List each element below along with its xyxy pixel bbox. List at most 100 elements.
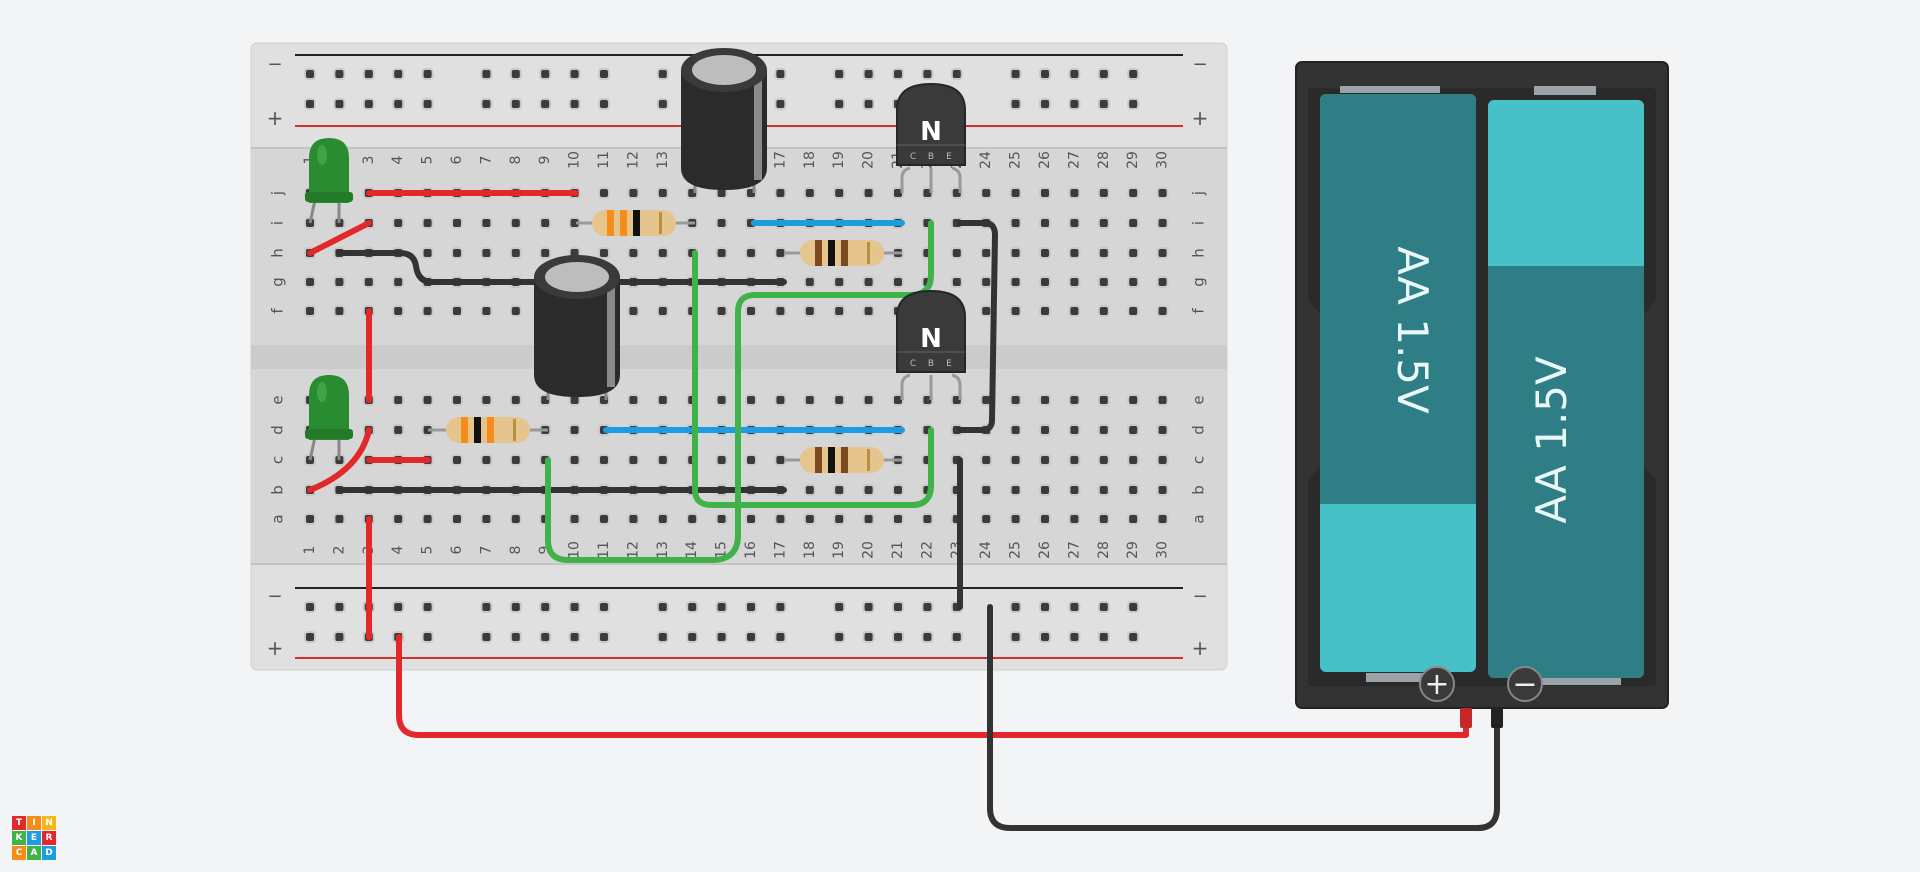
- breadboard-hole[interactable]: [1097, 187, 1110, 199]
- breadboard-hole[interactable]: [509, 305, 522, 317]
- breadboard-hole[interactable]: [392, 68, 405, 80]
- breadboard-hole[interactable]: [333, 98, 346, 110]
- breadboard-hole[interactable]: [1068, 217, 1081, 229]
- breadboard-hole[interactable]: [1127, 513, 1140, 525]
- breadboard-hole[interactable]: [745, 513, 757, 525]
- breadboard-hole[interactable]: [362, 98, 375, 110]
- breadboard-hole[interactable]: [451, 247, 463, 259]
- breadboard-hole[interactable]: [451, 454, 463, 466]
- breadboard-hole[interactable]: [1009, 276, 1022, 288]
- breadboard-hole[interactable]: [921, 513, 934, 525]
- breadboard-hole[interactable]: [803, 187, 816, 199]
- breadboard-hole[interactable]: [980, 454, 993, 466]
- breadboard-hole[interactable]: [362, 276, 375, 288]
- breadboard-hole[interactable]: [1127, 484, 1140, 496]
- aa-battery[interactable]: AA 1.5V: [1488, 100, 1644, 678]
- breadboard-hole[interactable]: [1009, 631, 1022, 643]
- breadboard-hole[interactable]: [1009, 68, 1022, 80]
- breadboard-hole[interactable]: [921, 601, 934, 613]
- breadboard-hole[interactable]: [1068, 424, 1081, 436]
- breadboard-hole[interactable]: [480, 631, 493, 643]
- red-jumper[interactable]: [307, 220, 372, 256]
- breadboard-hole[interactable]: [480, 68, 493, 80]
- breadboard-hole[interactable]: [627, 187, 640, 199]
- breadboard-hole[interactable]: [1127, 217, 1140, 229]
- breadboard-hole[interactable]: [745, 394, 757, 406]
- breadboard-hole[interactable]: [1039, 305, 1051, 317]
- breadboard-hole[interactable]: [598, 601, 610, 613]
- breadboard-hole[interactable]: [1009, 454, 1022, 466]
- breadboard-hole[interactable]: [1039, 217, 1051, 229]
- breadboard-hole[interactable]: [656, 68, 669, 80]
- breadboard-hole[interactable]: [803, 305, 816, 317]
- breadboard-hole[interactable]: [1009, 187, 1022, 199]
- npn-transistor[interactable]: N C B E: [896, 82, 966, 193]
- breadboard-hole[interactable]: [686, 631, 699, 643]
- breadboard-hole[interactable]: [509, 454, 522, 466]
- breadboard-hole[interactable]: [539, 217, 552, 229]
- breadboard-hole[interactable]: [509, 601, 522, 613]
- breadboard-hole[interactable]: [480, 513, 493, 525]
- breadboard-hole[interactable]: [1039, 484, 1051, 496]
- breadboard-hole[interactable]: [1127, 424, 1140, 436]
- breadboard-hole[interactable]: [598, 631, 610, 643]
- breadboard-hole[interactable]: [774, 98, 787, 110]
- breadboard-hole[interactable]: [568, 454, 581, 466]
- breadboard-hole[interactable]: [1039, 247, 1051, 259]
- breadboard-hole[interactable]: [568, 601, 581, 613]
- breadboard-hole[interactable]: [1127, 276, 1140, 288]
- breadboard-hole[interactable]: [627, 305, 640, 317]
- breadboard-hole[interactable]: [1068, 68, 1081, 80]
- breadboard-hole[interactable]: [686, 513, 699, 525]
- breadboard-hole[interactable]: [480, 394, 493, 406]
- breadboard-hole[interactable]: [1009, 601, 1022, 613]
- breadboard-hole[interactable]: [421, 247, 434, 259]
- breadboard-hole[interactable]: [656, 98, 669, 110]
- breadboard-hole[interactable]: [715, 305, 728, 317]
- breadboard-hole[interactable]: [833, 394, 846, 406]
- breadboard-hole[interactable]: [304, 513, 316, 525]
- breadboard-hole[interactable]: [333, 276, 346, 288]
- breadboard-hole[interactable]: [980, 247, 993, 259]
- breadboard-hole[interactable]: [598, 454, 610, 466]
- breadboard-hole[interactable]: [892, 601, 904, 613]
- breadboard-hole[interactable]: [656, 454, 669, 466]
- breadboard-hole[interactable]: [598, 68, 610, 80]
- breadboard-hole[interactable]: [539, 247, 552, 259]
- breadboard-hole[interactable]: [862, 631, 875, 643]
- breadboard-hole[interactable]: [774, 394, 787, 406]
- green-led[interactable]: [305, 138, 353, 224]
- breadboard-hole[interactable]: [980, 484, 993, 496]
- breadboard-hole[interactable]: [833, 305, 846, 317]
- breadboard-hole[interactable]: [421, 68, 434, 80]
- breadboard-hole[interactable]: [627, 513, 640, 525]
- breadboard-hole[interactable]: [656, 601, 669, 613]
- breadboard-hole[interactable]: [715, 454, 728, 466]
- breadboard-hole[interactable]: [980, 187, 993, 199]
- breadboard-hole[interactable]: [1009, 513, 1022, 525]
- breadboard-hole[interactable]: [950, 276, 963, 288]
- breadboard-hole[interactable]: [451, 394, 463, 406]
- breadboard-hole[interactable]: [480, 247, 493, 259]
- breadboard-hole[interactable]: [715, 601, 728, 613]
- breadboard-hole[interactable]: [1127, 394, 1140, 406]
- breadboard-hole[interactable]: [1097, 394, 1110, 406]
- breadboard-hole[interactable]: [539, 631, 552, 643]
- breadboard-hole[interactable]: [745, 631, 757, 643]
- breadboard-hole[interactable]: [774, 601, 787, 613]
- breadboard-hole[interactable]: [421, 305, 434, 317]
- breadboard-hole[interactable]: [1039, 424, 1051, 436]
- breadboard-hole[interactable]: [509, 394, 522, 406]
- breadboard-hole[interactable]: [304, 98, 316, 110]
- breadboard-hole[interactable]: [892, 68, 904, 80]
- breadboard-hole[interactable]: [1156, 276, 1169, 288]
- breadboard-hole[interactable]: [1097, 98, 1110, 110]
- breadboard-hole[interactable]: [1068, 187, 1081, 199]
- breadboard-hole[interactable]: [1156, 394, 1169, 406]
- black-lead-connector[interactable]: [1491, 708, 1503, 728]
- breadboard-hole[interactable]: [392, 98, 405, 110]
- breadboard-hole[interactable]: [598, 98, 610, 110]
- breadboard-hole[interactable]: [1039, 513, 1051, 525]
- breadboard-hole[interactable]: [1039, 394, 1051, 406]
- breadboard-hole[interactable]: [1068, 484, 1081, 496]
